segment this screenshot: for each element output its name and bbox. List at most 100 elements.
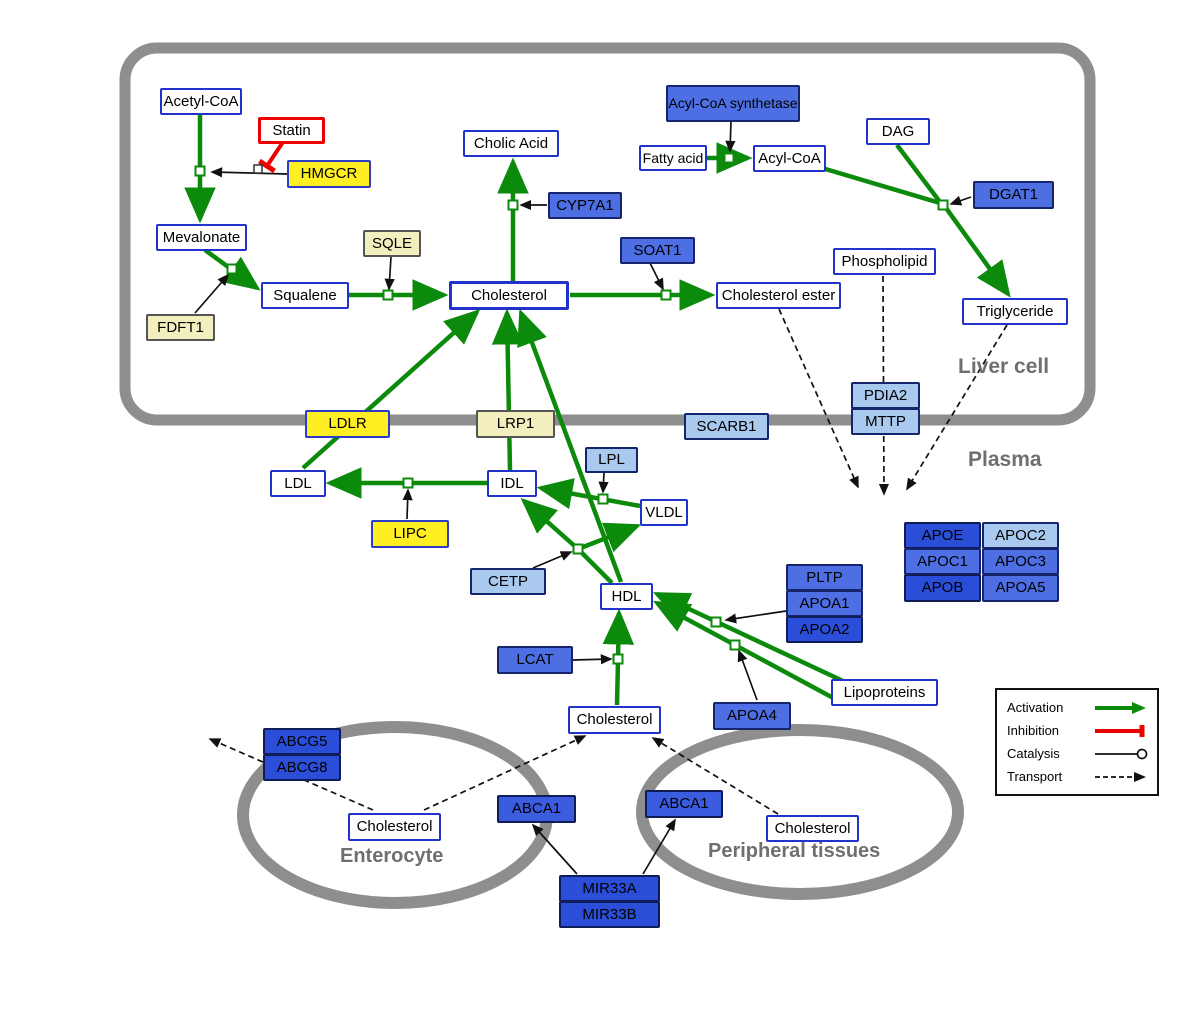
edge-cetpnode-idl [520,498,580,551]
node-apoc2[interactable]: APOC2 [982,522,1059,549]
node-cholesterol-peripheral[interactable]: Cholesterol [766,815,859,842]
edge-acylcoasynthetase-catalysis [725,120,736,153]
edge-ldl-ldlr-cholesterol [301,308,481,470]
edge-dgat1-catalysis [949,195,972,206]
node-ldl[interactable]: LDL [270,470,326,497]
reaction-node [723,152,735,164]
edge-hmgcr-catalysis [210,167,288,178]
edge-statin-inhibition-bar [258,158,276,174]
node-apoc1[interactable]: APOC1 [904,548,981,575]
node-fdft1[interactable]: FDFT1 [146,314,215,341]
node-hdl[interactable]: HDL [600,583,653,610]
legend-row-catalysis: Catalysis [1007,742,1149,765]
reaction-node [660,289,672,301]
edge-phospholipid-secretion [878,275,890,496]
node-scarb1[interactable]: SCARB1 [684,413,769,440]
reaction-node [382,289,394,301]
node-cetp[interactable]: CETP [470,568,546,595]
reaction-node [710,616,722,628]
transport-dashed-arrow-icon [1095,771,1146,782]
edge-vldl-idl [536,478,641,510]
edge-lcat-catalysis [572,654,613,665]
node-statin[interactable]: Statin [258,117,325,144]
node-lipoproteins[interactable]: Lipoproteins [831,679,938,706]
label-plasma: Plasma [968,448,1042,471]
node-apoa5[interactable]: APOA5 [982,574,1059,602]
catalysis-node [253,164,263,174]
node-acetyl-coa[interactable]: Acetyl-CoA [160,88,242,115]
edge-cetpnode-vldl [577,522,642,553]
node-phospholipid[interactable]: Phospholipid [833,248,936,275]
node-cholesterol-ester[interactable]: Cholesterol ester [716,282,841,309]
legend: Activation Inhibition Catalysis Transpor… [995,688,1159,796]
legend-inhibition-label: Inhibition [1007,723,1060,738]
node-acyl-coa[interactable]: Acyl-CoA [753,145,826,172]
legend-row-transport: Transport [1007,765,1149,788]
label-peripheral-tissues: Peripheral tissues [708,840,881,862]
inhibition-edge-statin [258,140,285,174]
reaction-node [612,653,624,665]
node-cyp7a1[interactable]: CYP7A1 [548,192,622,219]
node-soat1[interactable]: SOAT1 [620,237,695,264]
node-pdia2[interactable]: PDIA2 [851,382,920,409]
legend-activation-label: Activation [1007,700,1064,715]
edge-lpl-catalysis [598,472,609,494]
node-triglyceride[interactable]: Triglyceride [962,298,1068,325]
node-mir33b[interactable]: MIR33B [559,901,660,928]
edge-fdft1-catalysis [194,273,230,314]
node-dag[interactable]: DAG [866,118,930,145]
edge-acylcoa-dgat1node [821,165,941,206]
legend-row-inhibition: Inhibition [1007,719,1149,742]
node-apoe[interactable]: APOE [904,522,981,549]
node-mttp[interactable]: MTTP [851,408,920,435]
node-apoa1[interactable]: APOA1 [786,590,863,617]
edge-apoa1-stack-catalysis [724,610,787,624]
liver-cell-outline [119,42,1096,426]
node-apoa2[interactable]: APOA2 [786,616,863,643]
node-abca1-enterocyte[interactable]: ABCA1 [497,795,576,823]
reaction-node [507,199,519,211]
node-vldl[interactable]: VLDL [640,499,688,526]
node-cholesterol-plasma[interactable]: Cholesterol [568,706,661,734]
node-ldlr[interactable]: LDLR [305,410,390,438]
catalysis-edges [194,120,972,875]
legend-catalysis-label: Catalysis [1007,746,1060,761]
node-pltp[interactable]: PLTP [786,564,863,591]
node-hmgcr[interactable]: HMGCR [287,160,371,188]
reaction-nodes [194,152,949,665]
edge-apoa4-catalysis [737,649,758,701]
node-squalene[interactable]: Squalene [261,282,349,309]
node-abcg5[interactable]: ABCG5 [263,728,341,755]
node-lrp1[interactable]: LRP1 [476,410,555,438]
node-fatty-acid[interactable]: Fatty acid [639,145,707,171]
edge-cetp-catalysis [532,551,573,569]
reaction-node [597,493,609,505]
node-apob[interactable]: APOB [904,574,981,602]
node-abcg8[interactable]: ABCG8 [263,754,341,781]
edge-dag-dgat1node [895,143,942,204]
reaction-node [226,263,238,275]
node-cholesterol-liver[interactable]: Cholesterol [449,281,569,310]
node-lcat[interactable]: LCAT [497,646,573,674]
node-mir33a[interactable]: MIR33A [559,875,660,902]
node-idl[interactable]: IDL [487,470,537,497]
node-cholic-acid[interactable]: Cholic Acid [463,130,559,157]
node-lipc[interactable]: LIPC [371,520,449,548]
edge-hdl-cetpnode [576,547,614,585]
node-apoa4[interactable]: APOA4 [713,702,791,730]
edge-mir33-abca1-right [642,818,676,875]
legend-transport-label: Transport [1007,769,1063,784]
node-mevalonate[interactable]: Mevalonate [156,224,247,251]
activation-arrow-icon [1095,701,1146,714]
label-enterocyte: Enterocyte [340,845,444,867]
node-dgat1[interactable]: DGAT1 [973,181,1054,209]
node-sqle[interactable]: SQLE [363,230,421,257]
edge-statin-inhibition-line [265,140,285,168]
node-cholesterol-enterocyte[interactable]: Cholesterol [348,813,441,841]
inhibition-tbar-icon [1095,724,1145,737]
node-apoc3[interactable]: APOC3 [982,548,1059,575]
node-abca1-peripheral[interactable]: ABCA1 [645,790,723,818]
node-lpl[interactable]: LPL [585,447,638,473]
reaction-node [729,639,741,651]
node-acyl-coa-synthetase[interactable]: Acyl-CoA synthetase [666,85,800,122]
